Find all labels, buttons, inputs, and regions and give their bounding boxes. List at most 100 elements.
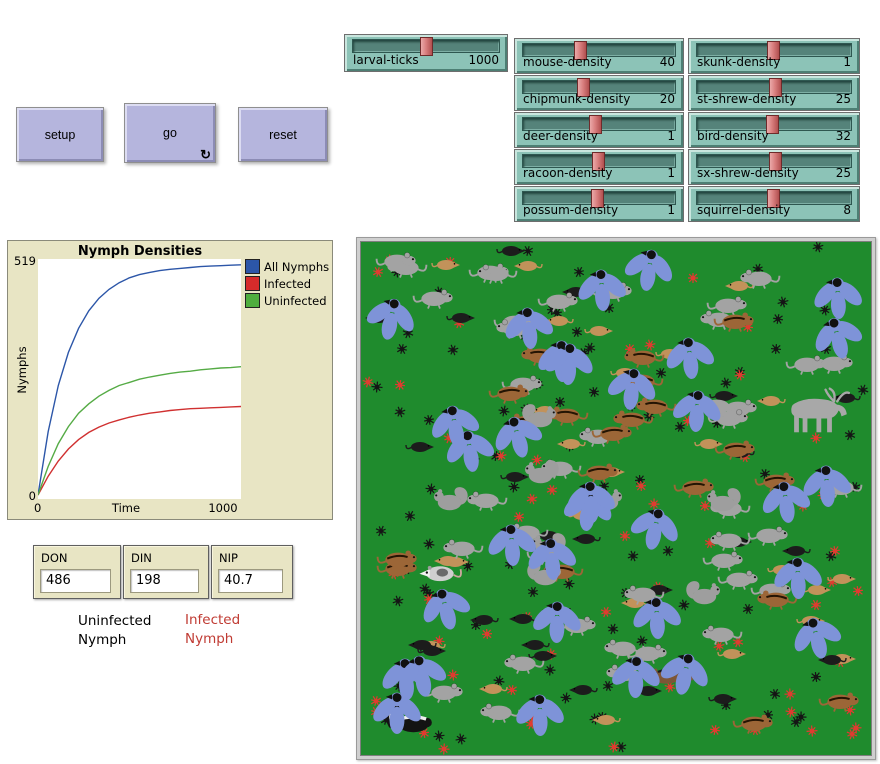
legend-swatch-blue [245,259,260,274]
slider-handle[interactable] [419,37,433,56]
sprite-mouse [699,621,743,645]
sprite-tick-black [661,545,674,558]
slider-st-shrew-density[interactable]: st-shrew-density 25 [688,75,860,111]
slider-skunk-density[interactable]: skunk-density 1 [688,38,860,74]
sprite-chipmunk [673,474,717,498]
sprite-mouse [747,522,791,547]
sprite-st-shrew [433,552,463,568]
sprite-bird [662,331,719,386]
sprite-tick-red [647,497,661,511]
slider-label: mouse-density [523,55,612,69]
slider-handle[interactable] [767,41,781,60]
sprite-st-shrew [591,711,621,727]
sprite-sx-shrew [571,530,601,546]
go-button[interactable]: go ↻ [124,103,216,163]
sprite-mouse [621,581,665,605]
sprite-tick-red [607,740,621,754]
slider-label: larval-ticks [353,53,419,67]
sprite-tick-black [559,691,573,705]
x-axis-title: Time [111,501,141,515]
sprite-tick-black [677,598,691,612]
sprite-bird [425,397,485,455]
slider-handle[interactable] [577,78,591,97]
sprite-tick-black [461,559,475,573]
sprite-tick-black [424,482,438,496]
sprite-bird [524,532,580,586]
sprite-tick-red [643,338,657,352]
sprite-tick-red [600,606,613,619]
sprite-squirrel [519,397,557,429]
sprite-bird [624,499,685,559]
sprite-chipmunk [610,406,654,431]
reset-button[interactable]: reset [238,107,328,162]
slider-mouse-density[interactable]: mouse-density 40 [514,38,684,74]
forever-icon: ↻ [200,147,211,162]
slider-handle[interactable] [765,115,779,134]
sprite-tick-black [369,380,383,394]
sprite-st-shrew [584,322,614,338]
slider-possum-density[interactable]: possum-density 1 [514,186,684,222]
sprite-sx-shrew [781,542,811,558]
slider-larval-ticks[interactable]: larval-ticks 1000 [344,34,508,72]
sprite-tick-red [809,431,823,445]
sprite-sx-shrew [500,468,530,484]
sprite-tick-red [783,687,797,701]
sprite-tick-black [404,510,416,522]
sprite-tick-black [374,524,387,537]
slider-handle[interactable] [574,41,588,60]
sprite-tick-black [522,245,534,257]
slider-chipmunk-density[interactable]: chipmunk-density 20 [514,75,684,111]
sprite-tick-black [583,341,596,354]
slider-groove [522,115,676,134]
sprite-sx-shrew [817,651,848,667]
sprite-mouse [440,535,484,559]
sprite-st-shrew [827,570,857,586]
sprite-tick-black [588,386,600,398]
sprite-chipmunk [633,393,677,417]
monitor-label: DON [41,551,68,565]
sprite-tick-black [391,594,404,607]
sprite-tick-black [492,674,506,688]
slider-handle[interactable] [769,152,782,171]
slider-squirrel-density[interactable]: squirrel-density 8 [688,186,860,222]
setup-button[interactable]: setup [16,107,104,162]
slider-bird-density[interactable]: bird-density 32 [688,112,860,148]
slider-label: possum-density [523,203,619,217]
setup-button-label: setup [44,127,76,142]
slider-handle[interactable] [767,189,781,208]
sprite-tick-black [811,671,822,682]
y-axis-max-label: 519 [14,254,36,268]
sprite-mouse [626,640,670,665]
sprite-tick-red [446,668,460,682]
slider-sx-shrew-density[interactable]: sx-shrew-density 25 [688,149,860,185]
sprite-tick-red [733,368,747,382]
slider-deer-density[interactable]: deer-density 1 [514,112,684,148]
sprite-bird [514,690,567,741]
sprite-sx-shrew [446,309,476,325]
sprite-tick-black [394,405,407,418]
sprite-tick-red [361,375,375,389]
sprite-bird [391,647,452,706]
world-view[interactable] [360,241,872,756]
legend-item-all-nymphs: All Nymphs [245,258,329,275]
sprite-st-shrew [756,392,786,408]
note-line: Nymph [185,631,234,647]
slider-handle[interactable] [590,189,604,208]
sprite-tick-black [844,428,857,441]
sprite-tick-black [423,414,435,426]
sprite-tick-red [530,453,544,467]
sprite-tick-black [742,602,754,614]
slider-handle[interactable] [589,115,603,134]
sprite-mouse [737,265,781,289]
sprite-sx-shrew [520,636,550,652]
slider-racoon-density[interactable]: racoon-density 1 [514,149,684,185]
slider-value: 25 [835,166,851,180]
slider-handle[interactable] [769,78,782,97]
note-line: Uninfected [78,613,152,629]
sprite-tick-black [419,582,433,596]
sprite-tick-red [712,639,726,653]
monitor-label: NIP [219,551,238,565]
slider-handle[interactable] [592,152,606,171]
note-uninfected-nymph: Uninfected Nymph [78,612,151,650]
legend-label: All Nymphs [264,259,330,274]
